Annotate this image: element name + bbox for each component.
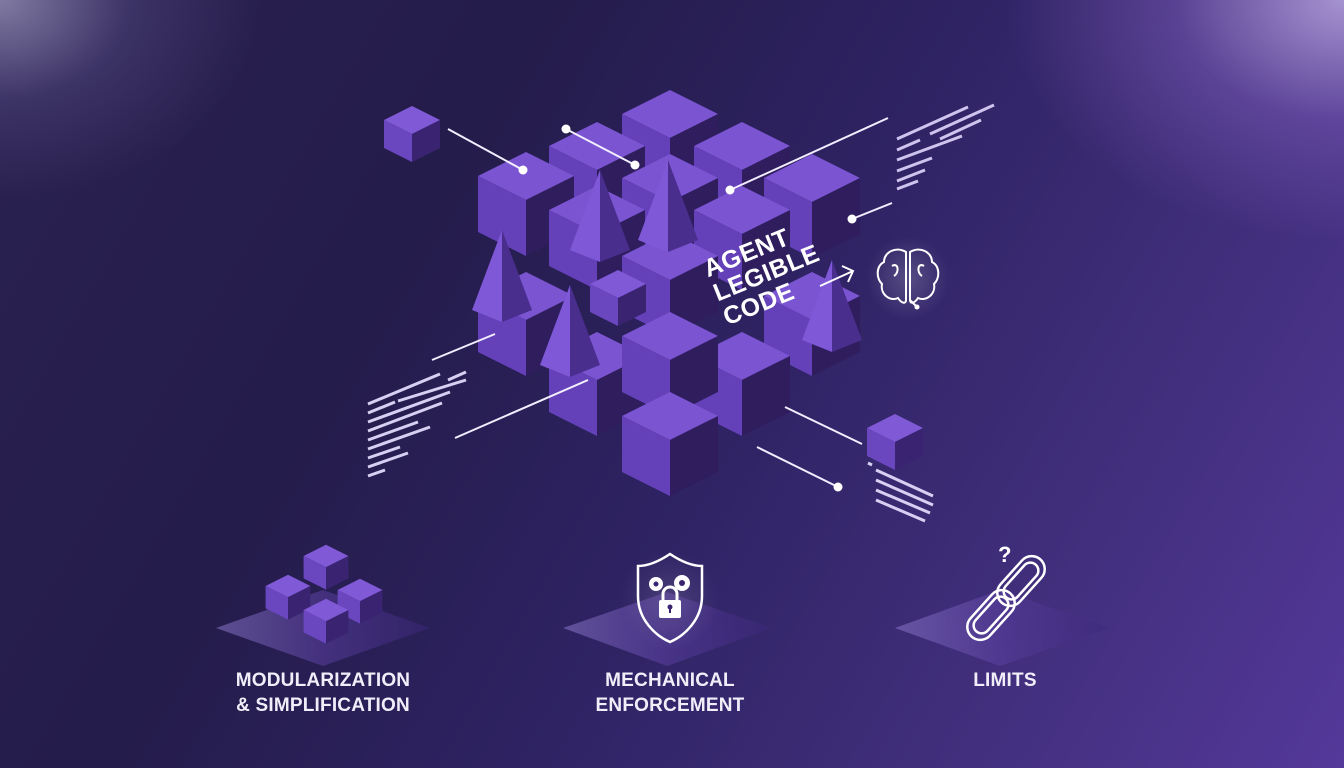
pillar-label-line: MECHANICAL	[605, 670, 735, 691]
pillar-label-line: ENFORCEMENT	[595, 695, 745, 716]
shield-gears-lock-icon	[620, 550, 720, 650]
code-lines-icon	[367, 370, 467, 478]
floating-cube	[867, 414, 923, 470]
pillar-label-line: & SIMPLIFICATION	[236, 695, 410, 716]
arrow-right-icon	[819, 265, 855, 287]
pillar-label-modularization: MODULARIZATION & SIMPLIFICATION	[203, 668, 443, 718]
connector-nodes	[518, 124, 857, 492]
connector-lines	[431, 117, 893, 488]
pillar-label-mechanical-enforcement: MECHANICAL ENFORCEMENT	[570, 668, 770, 718]
floating-cube	[384, 106, 440, 162]
pillar-label-limits: LIMITS	[930, 668, 1080, 693]
broken-chain-question-icon	[966, 554, 1046, 642]
question-mark-icon: ?	[998, 542, 1011, 567]
brain-icon	[866, 236, 950, 320]
code-lines-icon	[867, 461, 934, 523]
code-lines-icon	[896, 103, 995, 191]
pillar-label-line: LIMITS	[973, 670, 1037, 691]
pillar-label-line: MODULARIZATION	[235, 670, 411, 691]
platform	[895, 590, 1110, 666]
